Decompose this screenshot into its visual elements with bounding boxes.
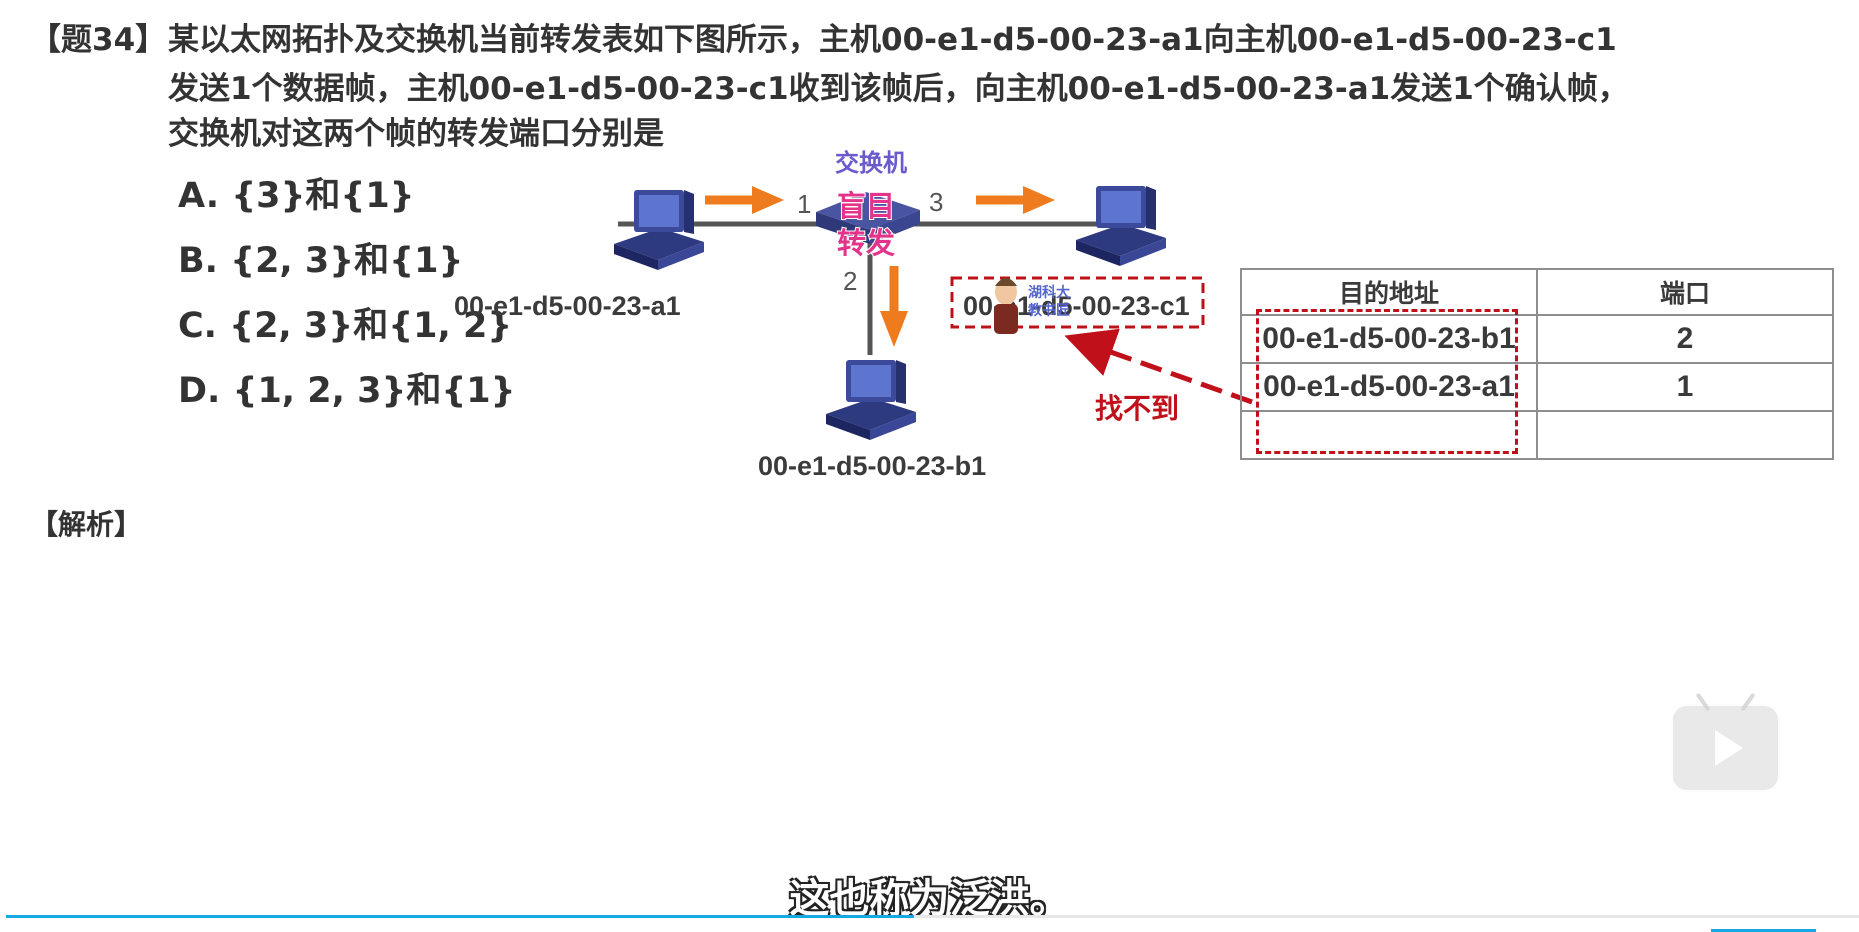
port-2-label: 2	[843, 266, 857, 296]
forwarding-table: 目的地址 端口 00-e1-d5-00-23-b1 2 00-e1-d5-00-…	[1240, 268, 1834, 460]
table-row: 00-e1-d5-00-23-b1 2	[1240, 314, 1834, 364]
watermark-text-2: 教书匠	[1028, 302, 1070, 319]
watermark-text-1: 湖科大	[1028, 284, 1070, 301]
analysis-label: 【解析】	[30, 508, 143, 541]
host-a1-label: 00-e1-d5-00-23-a1	[454, 291, 681, 321]
table-cell-address: 00-e1-d5-00-23-b1	[1240, 314, 1538, 364]
port-3-label: 3	[929, 187, 943, 217]
option-c: C. {2, 3}和{1, 2}	[178, 306, 513, 346]
table-header-row: 目的地址 端口	[1240, 268, 1834, 316]
blind-forward-label-1: 盲目	[837, 189, 895, 223]
player-bottom-strip	[0, 918, 1859, 932]
port-1-label: 1	[797, 189, 811, 219]
video-progress-bar[interactable]	[6, 915, 1859, 918]
not-found-label: 找不到	[1095, 392, 1179, 425]
question-label: 【题34】	[30, 22, 167, 58]
column-header-destination: 目的地址	[1240, 268, 1538, 316]
video-progress-fill	[6, 915, 914, 918]
host-a1-icon	[614, 190, 704, 270]
table-cell-port: 2	[1536, 314, 1834, 364]
option-b: B. {2, 3}和{1}	[178, 241, 464, 281]
question-line-2: 发送1个数据帧，主机00-e1-d5-00-23-c1收到该帧后，向主机00-e…	[168, 71, 1629, 107]
host-c1-highlight-box	[950, 276, 1205, 329]
play-button[interactable]	[1671, 692, 1780, 792]
network-diagram: 交换机 盲目 转发 1 3 2 00-e1-d5-00-23-a1 00-e1-…	[454, 149, 1253, 481]
play-icon	[1715, 730, 1743, 766]
table-cell-port	[1536, 410, 1834, 460]
presenter-avatar	[994, 278, 1018, 334]
option-d: D. {1, 2, 3}和{1}	[178, 371, 516, 411]
switch-icon	[816, 192, 920, 244]
tv-antenna-icon	[1695, 692, 1711, 712]
question-line-1: 某以太网拓扑及交换机当前转发表如下图所示，主机00-e1-d5-00-23-a1…	[168, 22, 1617, 58]
tv-antenna-icon	[1740, 692, 1756, 712]
column-header-port: 端口	[1536, 268, 1834, 316]
host-b1-label: 00-e1-d5-00-23-b1	[758, 451, 986, 481]
video-subtitle: 这也称为泛洪。	[789, 876, 1070, 922]
table-cell-port: 1	[1536, 362, 1834, 412]
arrow-out-port2	[880, 266, 908, 347]
arrow-into-port1	[705, 186, 784, 214]
not-found-arrow	[1064, 328, 1253, 405]
table-row: 00-e1-d5-00-23-a1 1	[1240, 362, 1834, 412]
switch-label: 交换机	[835, 149, 907, 177]
table-cell-address: 00-e1-d5-00-23-a1	[1240, 362, 1538, 412]
arrow-out-port3	[976, 186, 1055, 214]
blind-forward-label-2: 转发	[837, 226, 895, 260]
option-a: A. {3}和{1}	[178, 176, 415, 216]
address-column-highlight	[1256, 309, 1518, 454]
question-line-3: 交换机对这两个帧的转发端口分别是	[168, 116, 664, 152]
player-bottom-indicator	[1711, 929, 1816, 932]
host-b1-icon	[826, 360, 916, 440]
